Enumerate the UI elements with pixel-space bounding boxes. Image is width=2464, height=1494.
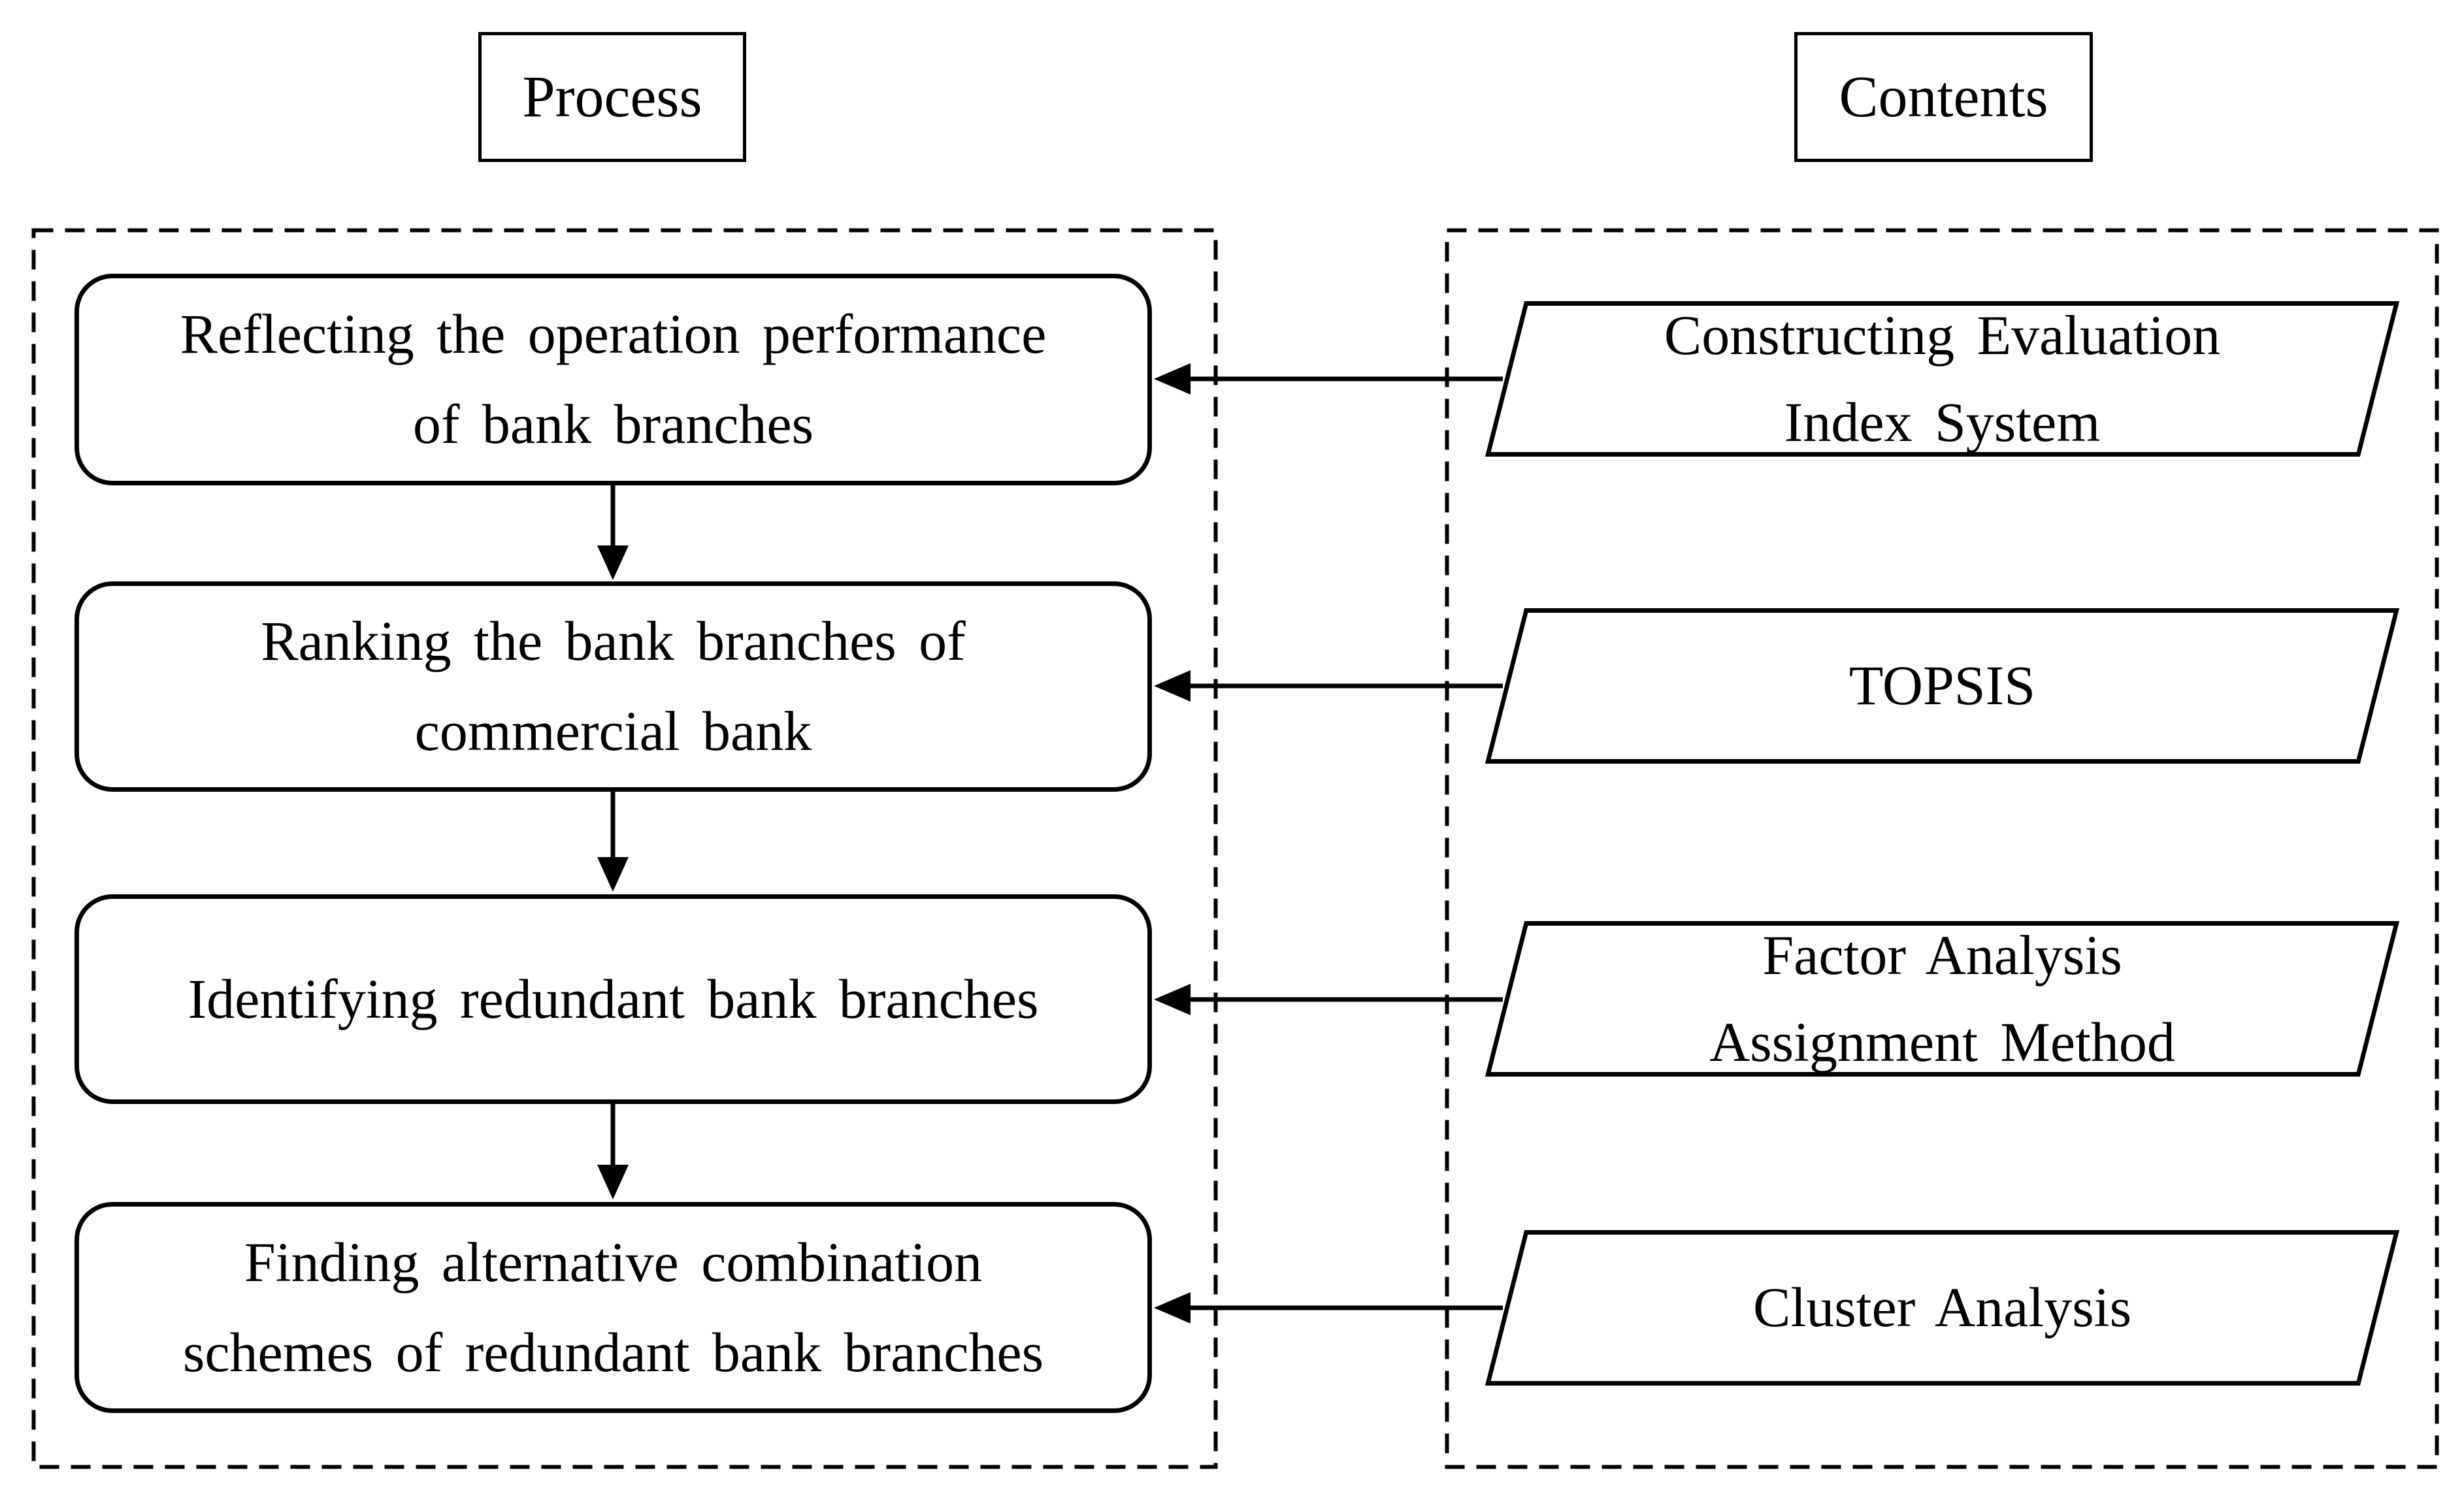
contents-item-4: Cluster Analysis	[1485, 1230, 2400, 1386]
contents-item-3-inner: Factor Analysis Assignment Method	[1509, 924, 2375, 1073]
arrow-contents3-to-process3	[1154, 984, 1503, 1015]
contents-item-1-label: Constructing Evaluation Index System	[1664, 303, 2221, 453]
process-step-1: Reflecting the operation performance of …	[74, 274, 1152, 485]
process-step-1-label: Reflecting the operation performance of …	[180, 302, 1047, 455]
contents-item-2-inner: TOPSIS	[1509, 613, 2375, 759]
contents-item-3-label: Factor Analysis Assignment Method	[1709, 923, 2175, 1073]
arrow-contents1-to-process1	[1154, 363, 1503, 395]
process-step-2: Ranking the bank branches of commercial …	[74, 581, 1152, 792]
arrow-process2-to-process3	[597, 790, 629, 892]
process-step-2-label: Ranking the bank branches of commercial …	[261, 609, 966, 762]
process-group-container	[31, 228, 1218, 1469]
arrow-process3-to-process4	[597, 1103, 629, 1199]
contents-item-3: Factor Analysis Assignment Method	[1485, 921, 2400, 1077]
arrow-process1-to-process2	[597, 484, 629, 580]
contents-group-container	[1445, 228, 2439, 1469]
process-step-3: Identifying redundant bank branches	[74, 894, 1152, 1104]
contents-item-2-label: TOPSIS	[1848, 654, 2036, 717]
process-step-4: Finding alternative combination schemes …	[74, 1202, 1152, 1413]
process-step-4-label: Finding alternative combination schemes …	[182, 1230, 1044, 1384]
contents-column-header: Contents	[1794, 32, 2093, 162]
process-header-label: Process	[522, 64, 702, 129]
contents-item-2: TOPSIS	[1485, 608, 2400, 764]
contents-header-label: Contents	[1839, 64, 2048, 129]
arrow-contents2-to-process2	[1154, 670, 1503, 702]
contents-item-1-inner: Constructing Evaluation Index System	[1509, 304, 2375, 453]
contents-item-4-inner: Cluster Analysis	[1509, 1235, 2375, 1381]
contents-item-4-label: Cluster Analysis	[1752, 1276, 2132, 1339]
arrow-contents4-to-process4	[1154, 1292, 1503, 1323]
process-column-header: Process	[478, 32, 746, 162]
contents-item-1: Constructing Evaluation Index System	[1485, 301, 2400, 457]
process-step-3-label: Identifying redundant bank branches	[188, 967, 1039, 1030]
